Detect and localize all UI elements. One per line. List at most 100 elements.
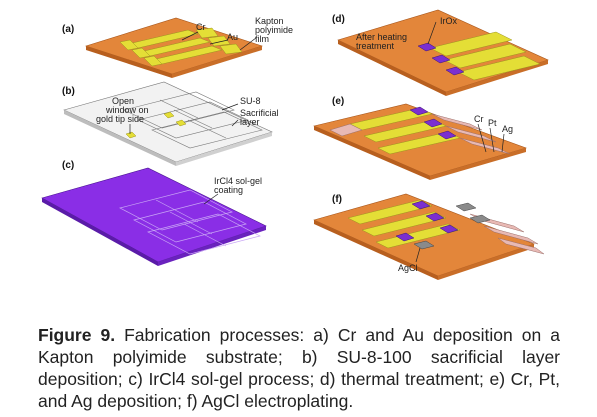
ag-label: Ag: [502, 124, 513, 134]
kapton-substrate-edge: [446, 60, 548, 96]
cr-label: Cr: [196, 22, 206, 32]
gold-trace: [375, 223, 461, 249]
ircl4-label: coating: [214, 185, 243, 195]
kapton-substrate-edge: [172, 46, 262, 78]
ircl4-pointer: [203, 193, 219, 205]
cr-label: Cr: [474, 114, 484, 124]
irox-pads: [417, 42, 465, 76]
embedded-traces: [123, 91, 263, 149]
irox-pad: [425, 212, 445, 222]
panel-e-label: (e): [332, 96, 344, 107]
panel-e: (e) Cr Pt Ag: [313, 96, 527, 180]
pt-trace: [497, 237, 545, 255]
trace-divider: [173, 109, 213, 129]
irox-pad: [409, 106, 429, 116]
irox-pad: [445, 66, 465, 76]
irox-pad: [431, 54, 451, 64]
gold-trace: [443, 43, 527, 69]
sacrificial-pointer: [231, 119, 239, 127]
su8-layer-edge: [64, 110, 176, 166]
caption-text: Fabrication processes: a) Cr and Au depo…: [38, 324, 560, 411]
trace-divider: [187, 119, 227, 139]
agcl-pad: [455, 202, 477, 212]
ircl4-coated-edge: [158, 226, 266, 266]
su8-label: SU-8: [240, 96, 261, 106]
panel-c-label: (c): [62, 160, 74, 171]
window-label: Open: [112, 96, 134, 106]
trace-outline: [123, 91, 235, 129]
irox-pad: [437, 130, 457, 140]
kapton-label: polyimide: [255, 25, 293, 35]
agcl-pad: [469, 214, 491, 224]
kapton-substrate-edge: [430, 148, 526, 180]
trace-outline: [137, 101, 249, 139]
su8-pointer: [221, 103, 239, 111]
figure-label: Figure 9.: [38, 324, 116, 345]
pt-traces: [329, 113, 511, 155]
pt-pointer: [489, 127, 495, 153]
pt-label: Pt: [488, 118, 497, 128]
gold-pad: [143, 55, 163, 67]
gold-trace: [361, 211, 447, 237]
kapton-substrate-edge: [438, 244, 534, 280]
gold-trace: [429, 31, 513, 57]
gold-pad: [219, 43, 243, 55]
gold-tip-window: [163, 111, 175, 119]
irox-pad: [395, 232, 415, 242]
pt-trace: [431, 113, 483, 131]
au-pointer: [209, 39, 229, 45]
trace-divider: [169, 211, 213, 235]
ag-pointer: [501, 133, 505, 153]
coated-trace-outlines: [119, 189, 261, 255]
irox-pad: [417, 42, 437, 52]
cr-pointer: [477, 123, 487, 153]
panel-f: (f) AgCl: [313, 193, 545, 280]
trace-divider: [159, 99, 199, 119]
gold-trace: [457, 55, 541, 81]
agcl-label: AgCl: [398, 263, 418, 273]
sacrificial-label: layer: [240, 117, 260, 127]
trace-divider: [155, 199, 199, 223]
irox-pointer: [427, 21, 437, 45]
window-label: gold tip side: [96, 114, 144, 124]
window-label: window on: [105, 105, 149, 115]
sacrificial-label: Sacrificial: [240, 108, 279, 118]
irox-pad: [439, 224, 459, 234]
kapton-substrate-edge: [338, 40, 446, 96]
panel-b-label: (b): [62, 86, 75, 97]
irox-pad: [423, 118, 443, 128]
irox-pads: [395, 200, 459, 242]
kapton-substrate-edge: [314, 220, 438, 280]
agcl-pointer: [415, 247, 421, 263]
pt-trace: [483, 225, 539, 245]
gold-pad: [119, 39, 139, 51]
heat-label: treatment: [356, 41, 395, 51]
gold-tip-windows: [125, 111, 187, 139]
irox-pad: [411, 200, 431, 210]
kapton-substrate-edge: [314, 126, 430, 180]
gold-trace: [347, 199, 433, 225]
irox-label: IrOx: [440, 16, 457, 26]
trace-outline: [133, 201, 247, 243]
trace-outline: [119, 189, 233, 231]
irox-pads: [409, 106, 457, 140]
kapton-substrate-edge: [86, 46, 172, 78]
gold-traces: [347, 199, 461, 249]
au-label: Au: [227, 32, 238, 42]
agcl-pad: [413, 240, 435, 250]
agcl-pads: [413, 202, 491, 250]
fabrication-diagram: (a) Cr Au Kapton polyimide film (b): [41, 9, 549, 280]
trace-divider: [183, 223, 227, 247]
panel-d: (d) IrOx After heating treatment: [332, 9, 549, 96]
ircl4-label: IrCl4 sol-gel: [214, 176, 262, 186]
panel-d-label: (d): [332, 14, 345, 25]
kapton-pointer: [239, 37, 257, 51]
gold-tip-window: [175, 119, 187, 127]
panel-f-label: (f): [332, 194, 342, 205]
kapton-label: Kapton: [255, 16, 284, 26]
kapton-label: film: [255, 34, 269, 44]
gold-pad: [131, 47, 151, 59]
su8-layer-edge: [176, 132, 272, 166]
figure-caption: Figure 9. Fabrication processes: a) Cr a…: [38, 324, 560, 412]
gold-pad: [195, 27, 219, 39]
